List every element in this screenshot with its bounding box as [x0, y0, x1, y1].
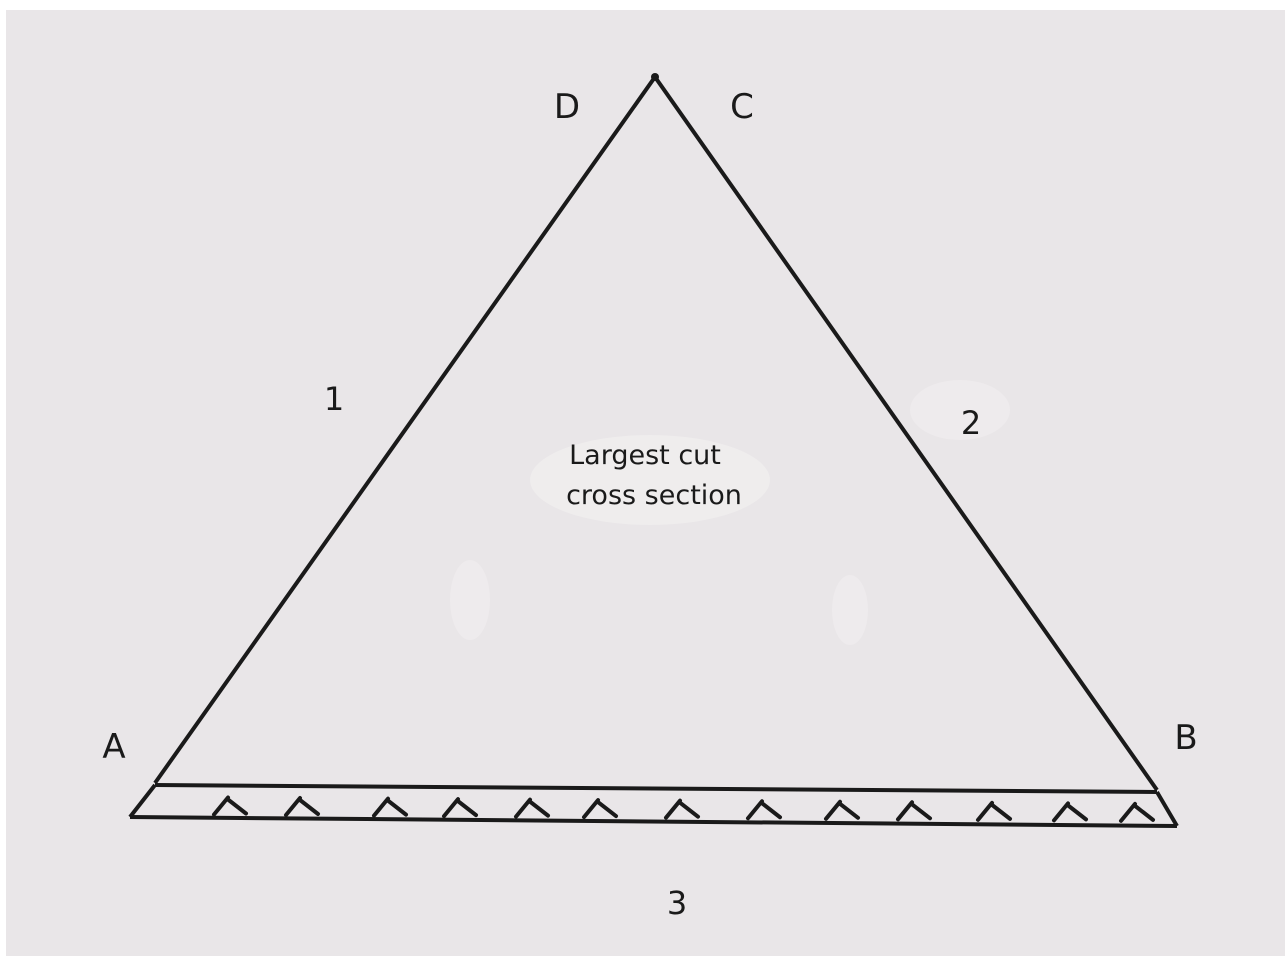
hatch-mark	[896, 800, 932, 822]
hatch-mark	[1052, 801, 1088, 823]
hatch-mark	[514, 797, 550, 819]
base-strip-left-end	[128, 783, 157, 819]
vertex-label-b: B	[1174, 718, 1197, 758]
side-label-2: 2	[961, 404, 981, 442]
hatch-mark	[824, 799, 860, 821]
vertex-label-c: C	[730, 87, 754, 127]
vertex-label-d: D	[554, 87, 580, 127]
side-label-3: 3	[667, 884, 687, 922]
base-strip-bottom-edge	[129, 815, 1178, 828]
hatch-mark	[284, 796, 320, 818]
hatch-mark	[976, 800, 1012, 822]
hatch-mark	[372, 796, 408, 818]
hatch-mark	[582, 798, 618, 820]
base-hatching	[212, 795, 1155, 823]
paper-smudge	[530, 435, 770, 525]
paper-smudge	[832, 575, 868, 645]
center-caption-line-2: cross section	[566, 480, 742, 511]
hatch-mark	[1119, 801, 1155, 823]
hatch-mark	[746, 799, 782, 821]
paper-smudge	[450, 560, 490, 640]
side-label-1: 1	[324, 380, 344, 418]
base-strip-top-edge	[154, 783, 1158, 794]
center-caption-line-1: Largest cut	[569, 440, 721, 471]
apex-point	[651, 73, 659, 81]
hatch-mark	[442, 797, 478, 819]
paper-smudge	[910, 380, 1010, 440]
hatch-mark	[664, 798, 700, 820]
hatch-mark	[212, 795, 248, 817]
base-strip-right-end	[1155, 790, 1179, 828]
vertex-label-a: A	[102, 727, 125, 767]
